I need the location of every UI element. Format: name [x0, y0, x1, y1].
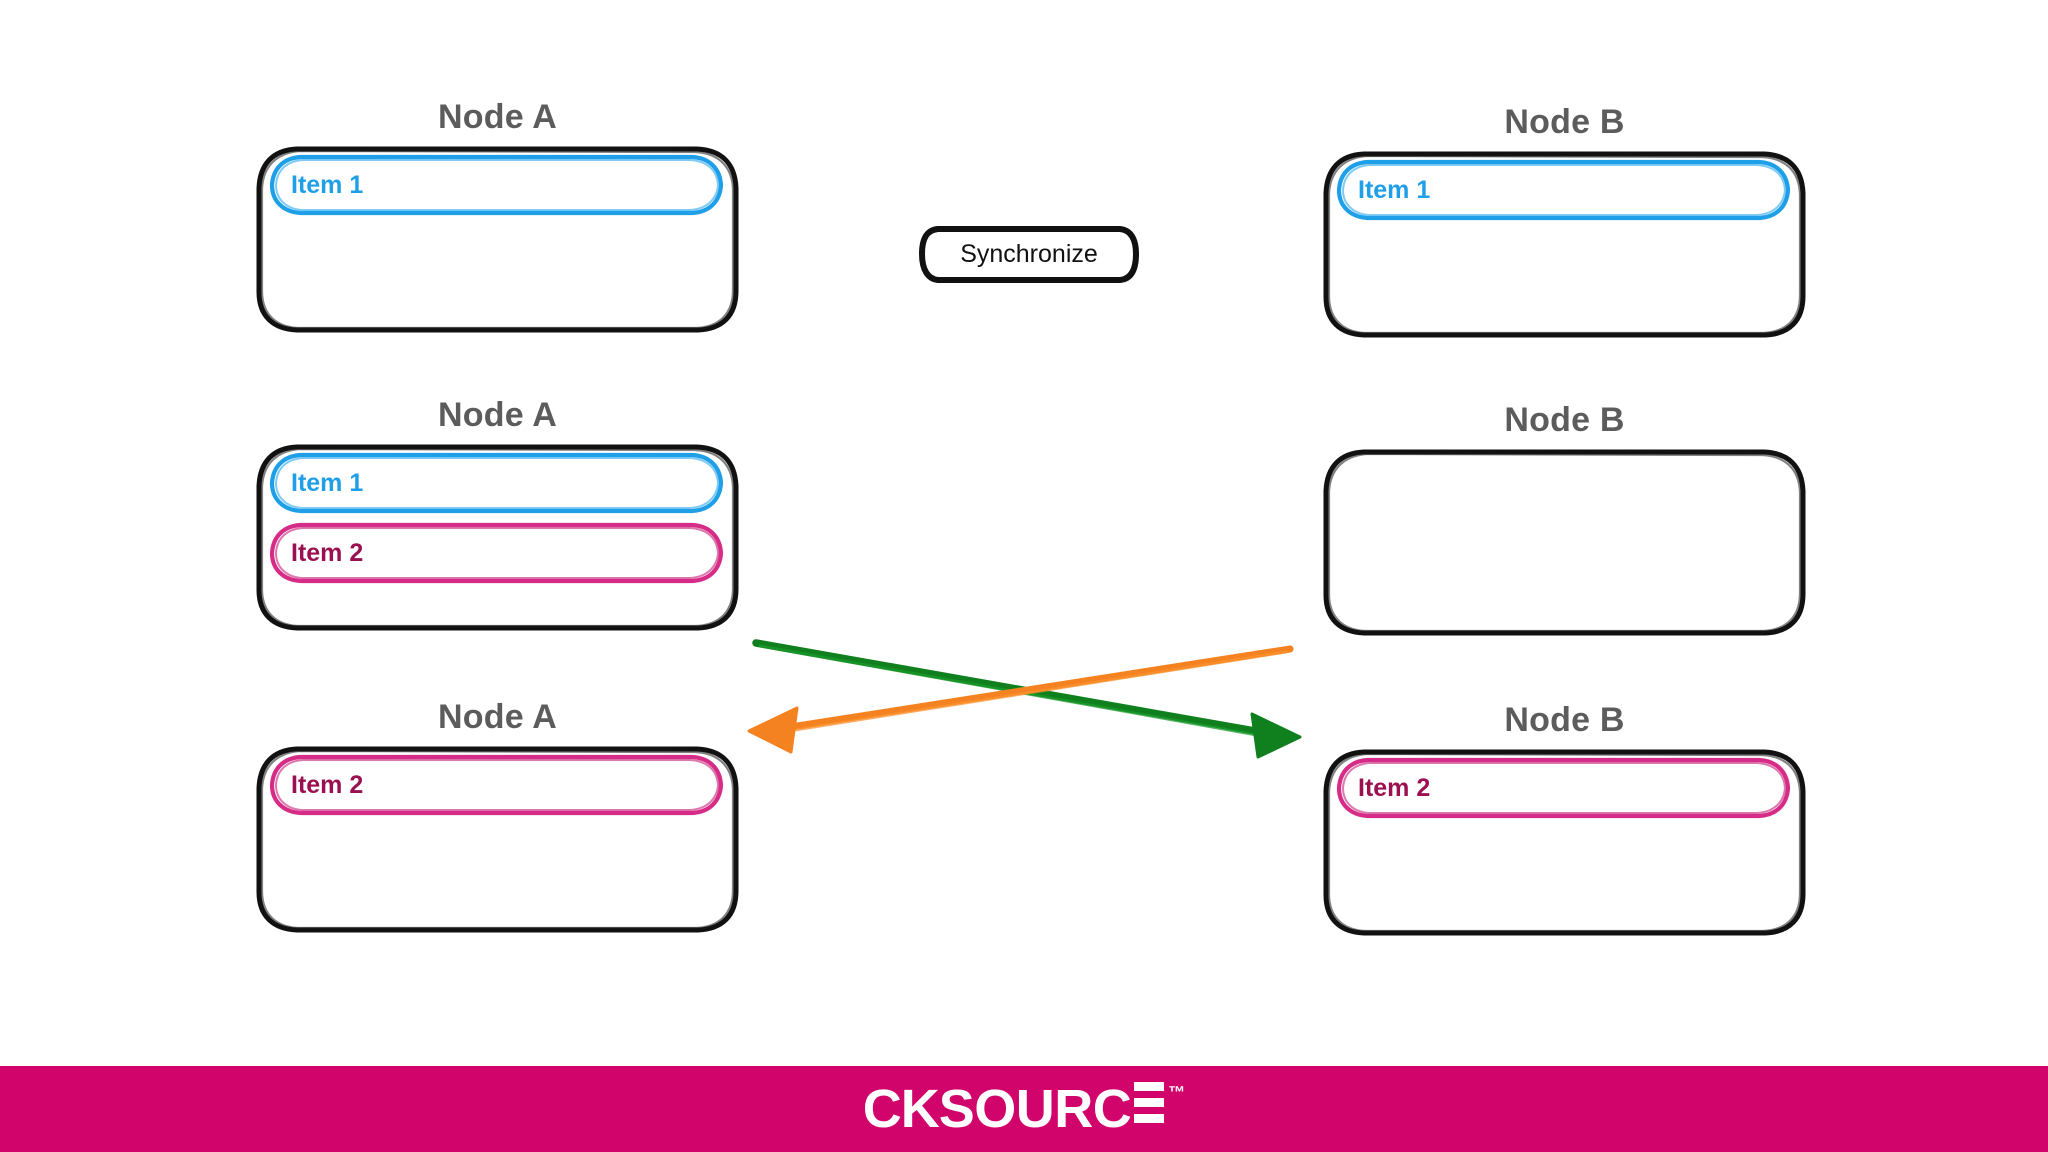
logo-ck-text: CK: [862, 1079, 940, 1139]
node-container[interactable]: Item 2: [255, 744, 740, 934]
list-item-label: Item 1: [291, 468, 364, 497]
node-container[interactable]: Item 1 Item 2: [255, 442, 740, 632]
node-group-row3-right: Node B Item 2: [1322, 703, 1807, 937]
logo-source-text: SOURC: [938, 1079, 1132, 1139]
list-item[interactable]: Item 2: [1336, 757, 1791, 819]
synchronize-button[interactable]: Synchronize: [918, 225, 1140, 283]
node-group-row2-right: Node B: [1322, 403, 1807, 637]
list-item[interactable]: Item 1: [269, 154, 724, 216]
node-items-list: Item 1: [1336, 159, 1791, 221]
node-items-list: Item 2: [269, 754, 724, 816]
node-label: Node B: [1504, 401, 1625, 439]
node-container[interactable]: [1322, 447, 1807, 637]
node-label: Node A: [438, 98, 557, 136]
node-label: Node A: [438, 698, 557, 736]
item-border-sketch: [1336, 159, 1791, 221]
item-border-sketch: [1336, 757, 1791, 819]
node-items-list: Item 2: [1336, 757, 1791, 819]
node-label: Node A: [438, 396, 557, 434]
list-item-label: Item 1: [1358, 175, 1431, 204]
node-items-list: Item 1: [269, 154, 724, 216]
list-item[interactable]: Item 1: [269, 452, 724, 514]
node-label: Node B: [1504, 701, 1625, 739]
node-border-sketch: [1323, 449, 1806, 636]
item-border-sketch: [269, 522, 724, 584]
list-item[interactable]: Item 1: [1336, 159, 1791, 221]
orange-arrow-b-to-a: [747, 645, 1294, 754]
item-border-sketch: [269, 154, 724, 216]
node-items-list: Item 1 Item 2: [269, 452, 724, 584]
node-group-row1-left: Node A Item 1: [255, 100, 740, 334]
list-item-label: Item 2: [291, 538, 364, 567]
node-container[interactable]: Item 1: [1322, 149, 1807, 339]
item-border-sketch: [269, 754, 724, 816]
logo-e-bars-icon: [1134, 1082, 1165, 1123]
sync-button-border-sketch: [919, 226, 1139, 283]
list-item-label: Item 2: [291, 770, 364, 799]
node-container[interactable]: Item 2: [1322, 747, 1807, 937]
green-arrow-a-to-b: [752, 639, 1302, 759]
node-group-row1-right: Node B Item 1: [1322, 105, 1807, 339]
list-item[interactable]: Item 2: [269, 754, 724, 816]
node-group-row2-left: Node A Item 1: [255, 398, 740, 632]
node-group-row3-left: Node A Item 2: [255, 700, 740, 934]
list-item-label: Item 2: [1358, 773, 1431, 802]
synchronize-button-label: Synchronize: [960, 239, 1098, 268]
list-item[interactable]: Item 2: [269, 522, 724, 584]
node-label: Node B: [1504, 103, 1625, 141]
item-border-sketch: [269, 452, 724, 514]
trademark-symbol: ™: [1168, 1083, 1186, 1102]
list-item-label: Item 1: [291, 170, 364, 199]
node-container[interactable]: Item 1: [255, 144, 740, 334]
